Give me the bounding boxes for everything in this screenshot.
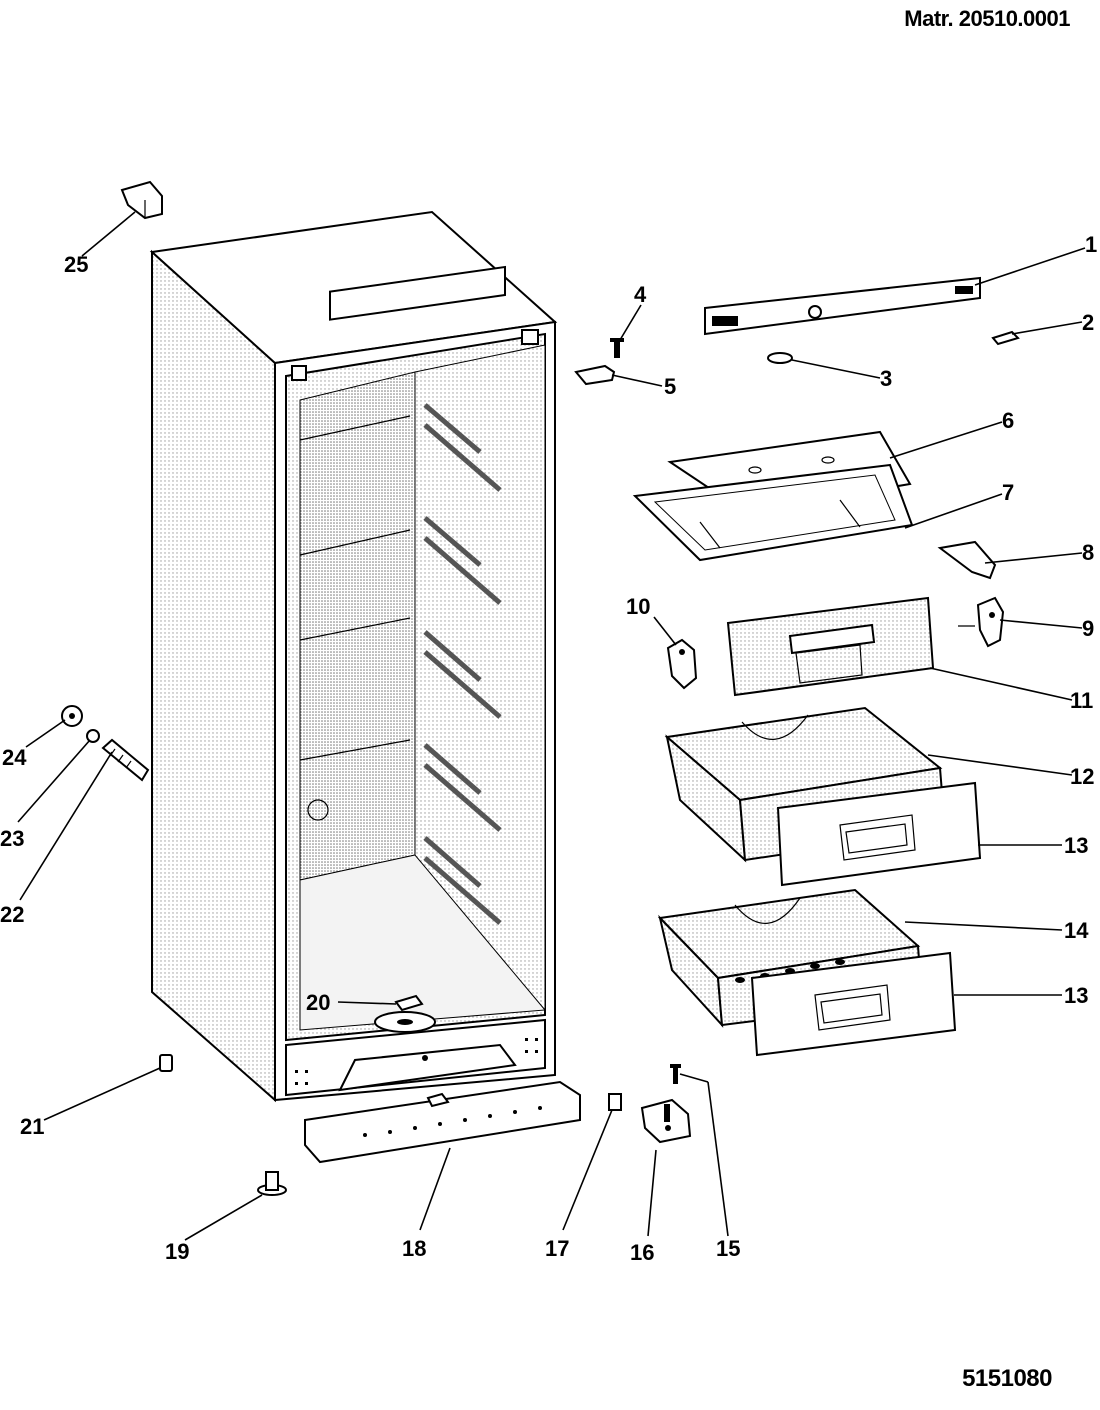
callout-15: 15 <box>716 1236 740 1261</box>
cabinet-interior-floor <box>299 854 547 1031</box>
callout-7: 7 <box>1002 480 1014 505</box>
callout-6: 6 <box>1002 408 1014 433</box>
part-11-compartment-flap <box>726 596 935 697</box>
part-3-plug <box>767 352 793 364</box>
callout-10: 10 <box>626 594 650 619</box>
callout-4: 4 <box>634 282 647 307</box>
leader-lines <box>17 211 1086 1241</box>
top-left-hinge-slot <box>291 365 307 381</box>
drawing-number: 5151080 <box>962 1365 1052 1392</box>
part-20-drain-plug <box>394 994 424 1012</box>
callout-12: 12 <box>1070 764 1094 789</box>
callout-9: 9 <box>1082 616 1094 641</box>
part-13-drawer-front-upper <box>776 781 982 887</box>
callout-13-upper: 13 <box>1064 833 1088 858</box>
cabinet-back-wall <box>299 371 416 881</box>
callout-13-lower: 13 <box>1064 983 1088 1008</box>
callout-2: 2 <box>1082 310 1094 335</box>
callout-22: 22 <box>0 902 24 927</box>
callout-19: 19 <box>165 1239 189 1264</box>
part-2-clip <box>991 330 1020 346</box>
cabinet-side-panel <box>151 249 276 1103</box>
part-25-cap <box>120 180 163 220</box>
part-24-nut <box>61 705 83 727</box>
callout-1: 1 <box>1085 232 1097 257</box>
part-1-top-hinge-bracket <box>704 276 981 336</box>
callout-24: 24 <box>2 745 27 770</box>
part-4-screw <box>610 338 624 358</box>
part-8-shelf-support <box>937 540 997 580</box>
part-16-bottom-hinge <box>640 1098 692 1144</box>
callout-17: 17 <box>545 1236 569 1261</box>
callout-23: 23 <box>0 826 24 851</box>
callout-16: 16 <box>630 1240 654 1265</box>
serial-number: Matr. 20510.0001 <box>904 6 1070 31</box>
part-15-pin <box>670 1064 681 1084</box>
part-9-flap-hinge-right <box>958 596 1005 648</box>
part-19-adjustable-foot <box>257 1171 287 1196</box>
callout-8: 8 <box>1082 540 1094 565</box>
callout-5: 5 <box>664 374 676 399</box>
part-5-hinge-pin <box>574 364 616 386</box>
part-13-drawer-front-lower <box>750 951 957 1057</box>
shelf-rails <box>423 403 502 925</box>
callout-numbers: 25 1 2 3 4 5 6 7 8 9 10 11 12 13 14 13 1… <box>0 232 1097 1265</box>
callout-20: 20 <box>306 990 330 1015</box>
part-22-screw <box>101 738 150 782</box>
callout-21: 21 <box>20 1114 44 1139</box>
part-23-washer <box>86 729 100 743</box>
part-21-spacer <box>159 1054 173 1072</box>
part-10-flap-hinge-left <box>666 638 698 690</box>
top-right-hinge-slot <box>521 329 539 345</box>
cabinet-base-recess <box>338 1043 517 1092</box>
top-air-channel <box>329 265 506 321</box>
callout-25: 25 <box>64 252 88 277</box>
callout-18: 18 <box>402 1236 426 1261</box>
callout-3: 3 <box>880 366 892 391</box>
callout-11: 11 <box>1070 688 1093 713</box>
part-18-front-kickplate <box>304 1080 581 1164</box>
part-17-cap <box>608 1093 622 1111</box>
refrigerator-cabinet <box>149 210 558 1103</box>
callout-14: 14 <box>1064 918 1089 943</box>
part-7-shelf-frame <box>632 463 914 562</box>
